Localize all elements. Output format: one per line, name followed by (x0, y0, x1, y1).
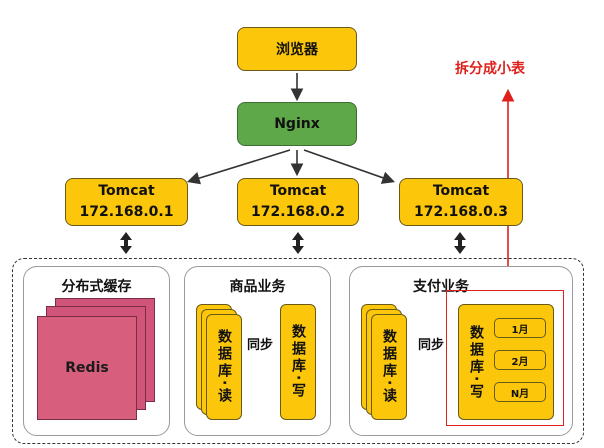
cache-title: 分布式缓存 (61, 279, 132, 295)
product-read-db: 数据库·读 (206, 314, 242, 420)
tomcat-box-2: Tomcat 172.168.0.2 (237, 178, 359, 226)
payment-read-db: 数据库·读 (371, 314, 407, 420)
tomcat-ip: 172.168.0.2 (251, 204, 345, 220)
product-read-db-label: 数据库·读 (216, 328, 232, 406)
service-layer-container (12, 258, 584, 444)
month-table-n: N月 (494, 382, 546, 402)
product-title: 商品业务 (229, 279, 286, 295)
payment-write-db-text: 数据库·写 (468, 324, 484, 402)
product-write-db: 数据库·写 (280, 304, 316, 420)
payment-title: 支付业务 (413, 279, 469, 295)
browser-box: 浏览器 (237, 27, 357, 71)
tomcat-name: Tomcat (432, 183, 490, 199)
tomcat-name: Tomcat (98, 183, 155, 199)
tomcat-ip: 172.168.0.3 (414, 204, 508, 220)
payment-write-db-label: 数据库·写 (463, 311, 489, 415)
payment-read-db-label: 数据库·读 (381, 328, 397, 406)
browser-label: 浏览器 (276, 42, 318, 58)
month-table-1-label: 1月 (511, 324, 529, 336)
redis-label: Redis (65, 360, 109, 376)
payment-sync-label: 同步 (418, 338, 445, 353)
tomcat-ip: 172.168.0.1 (79, 204, 174, 220)
split-annotation: 拆分成小表 (455, 61, 525, 77)
double-arrow-tomcat-3 (454, 232, 466, 254)
nginx-label: Nginx (274, 116, 320, 132)
nginx-box: Nginx (237, 102, 357, 146)
product-write-db-label: 数据库·写 (290, 323, 306, 401)
double-arrow-tomcat-2 (292, 232, 304, 254)
month-table-2: 2月 (494, 350, 546, 370)
month-table-n-label: N月 (510, 388, 530, 400)
tomcat-box-3: Tomcat 172.168.0.3 (399, 178, 523, 226)
arrow-nginx-tomcat-1 (186, 149, 291, 185)
month-table-1: 1月 (494, 318, 546, 338)
month-table-2-label: 2月 (511, 356, 529, 368)
arrow-nginx-tomcat-3 (303, 149, 396, 184)
redis-node: Redis (37, 316, 137, 420)
tomcat-name: Tomcat (269, 183, 327, 199)
double-arrow-tomcat-1 (120, 232, 132, 254)
tomcat-box-1: Tomcat 172.168.0.1 (65, 178, 188, 226)
highlight-frame (446, 290, 564, 426)
product-sync-label: 同步 (247, 338, 274, 353)
